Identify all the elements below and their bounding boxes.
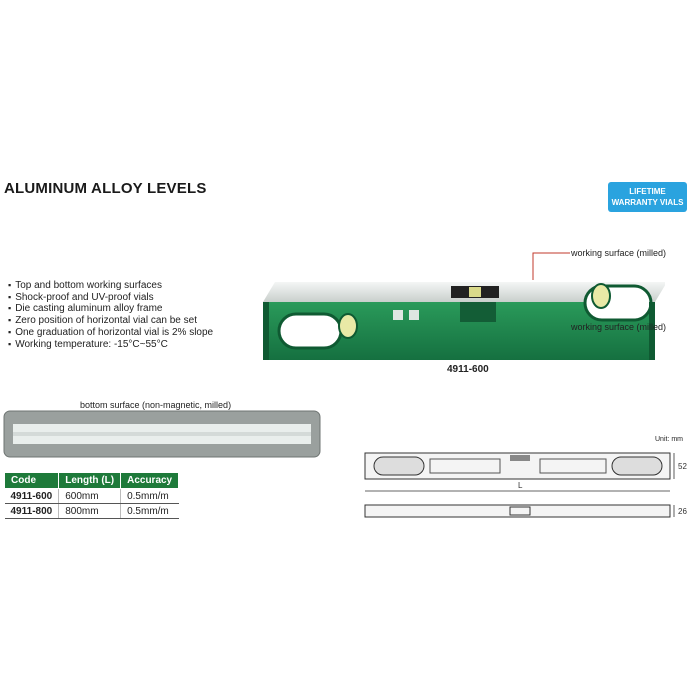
right-handle-drawing <box>611 456 663 476</box>
callout-top-label: working surface (milled) <box>571 248 667 258</box>
thickness-label: 26 <box>678 507 687 516</box>
top-vial-icon <box>469 287 481 297</box>
right-end-cap <box>649 302 655 360</box>
page-title: ALUMINUM ALLOY LEVELS <box>4 180 207 197</box>
header-length: Length (L) <box>58 472 122 489</box>
vial-adjust-icon <box>409 310 419 320</box>
feature-item: One graduation of horizontal vial is 2% … <box>8 327 213 339</box>
hanging-hole-icon <box>393 310 403 320</box>
callout-bottom-label: working surface (milled) <box>571 322 667 332</box>
feature-list: Top and bottom working surfaces Shock-pr… <box>8 280 213 350</box>
left-vial-icon <box>338 313 358 339</box>
feature-item: Top and bottom working surfaces <box>8 280 213 292</box>
badge-line-2: WARRANTY VIALS <box>611 198 684 207</box>
top-view-outline <box>364 504 671 518</box>
cell-accuracy: 0.5mm/m <box>120 488 179 504</box>
header-accuracy: Accuracy <box>120 472 180 489</box>
cell-accuracy: 0.5mm/m <box>120 503 179 519</box>
feature-item: Zero position of horizontal vial can be … <box>8 315 213 327</box>
cell-code: 4911-600 <box>4 488 60 504</box>
left-handle-drawing <box>373 456 425 476</box>
header-code: Code <box>3 472 60 489</box>
spec-table: Code Length (L) Accuracy 4911-600 600mm … <box>3 472 180 519</box>
model-caption: 4911-600 <box>447 364 489 375</box>
badge-line-1: LIFETIME <box>629 187 666 196</box>
center-label-plate <box>460 302 496 322</box>
bottom-surface-image <box>3 410 321 458</box>
right-vial-icon <box>591 283 611 309</box>
surface-highlight <box>13 432 311 436</box>
length-label: L <box>518 481 523 490</box>
level-product-image <box>263 252 665 360</box>
top-view-vial <box>509 506 531 516</box>
bottom-surface-caption: bottom surface (non-magnetic, milled) <box>80 400 232 410</box>
cell-code: 4911-800 <box>4 503 60 519</box>
height-label: 52 <box>678 462 687 471</box>
left-slot-drawing <box>429 458 501 474</box>
lifetime-warranty-badge: LIFETIME WARRANTY VIALS <box>608 182 687 212</box>
feature-item: Shock-proof and UV-proof vials <box>8 292 213 304</box>
left-handle <box>277 312 343 350</box>
table-header-row: Code Length (L) Accuracy <box>3 472 180 489</box>
cell-length: 800mm <box>58 503 122 519</box>
feature-item: Die casting aluminum alloy frame <box>8 303 213 315</box>
cell-length: 600mm <box>58 488 122 504</box>
table-row: 4911-800 800mm 0.5mm/m <box>4 503 179 519</box>
table-row: 4911-600 600mm 0.5mm/m <box>4 488 179 504</box>
callout-line-top <box>532 252 570 280</box>
right-slot-drawing <box>539 458 607 474</box>
technical-drawing: 52 L 26 <box>364 452 687 518</box>
center-vial-drawing <box>510 455 530 461</box>
unit-label: Unit: mm <box>655 436 683 443</box>
left-end-cap <box>263 302 269 360</box>
feature-item: Working temperature: -15°C~55°C <box>8 339 213 351</box>
